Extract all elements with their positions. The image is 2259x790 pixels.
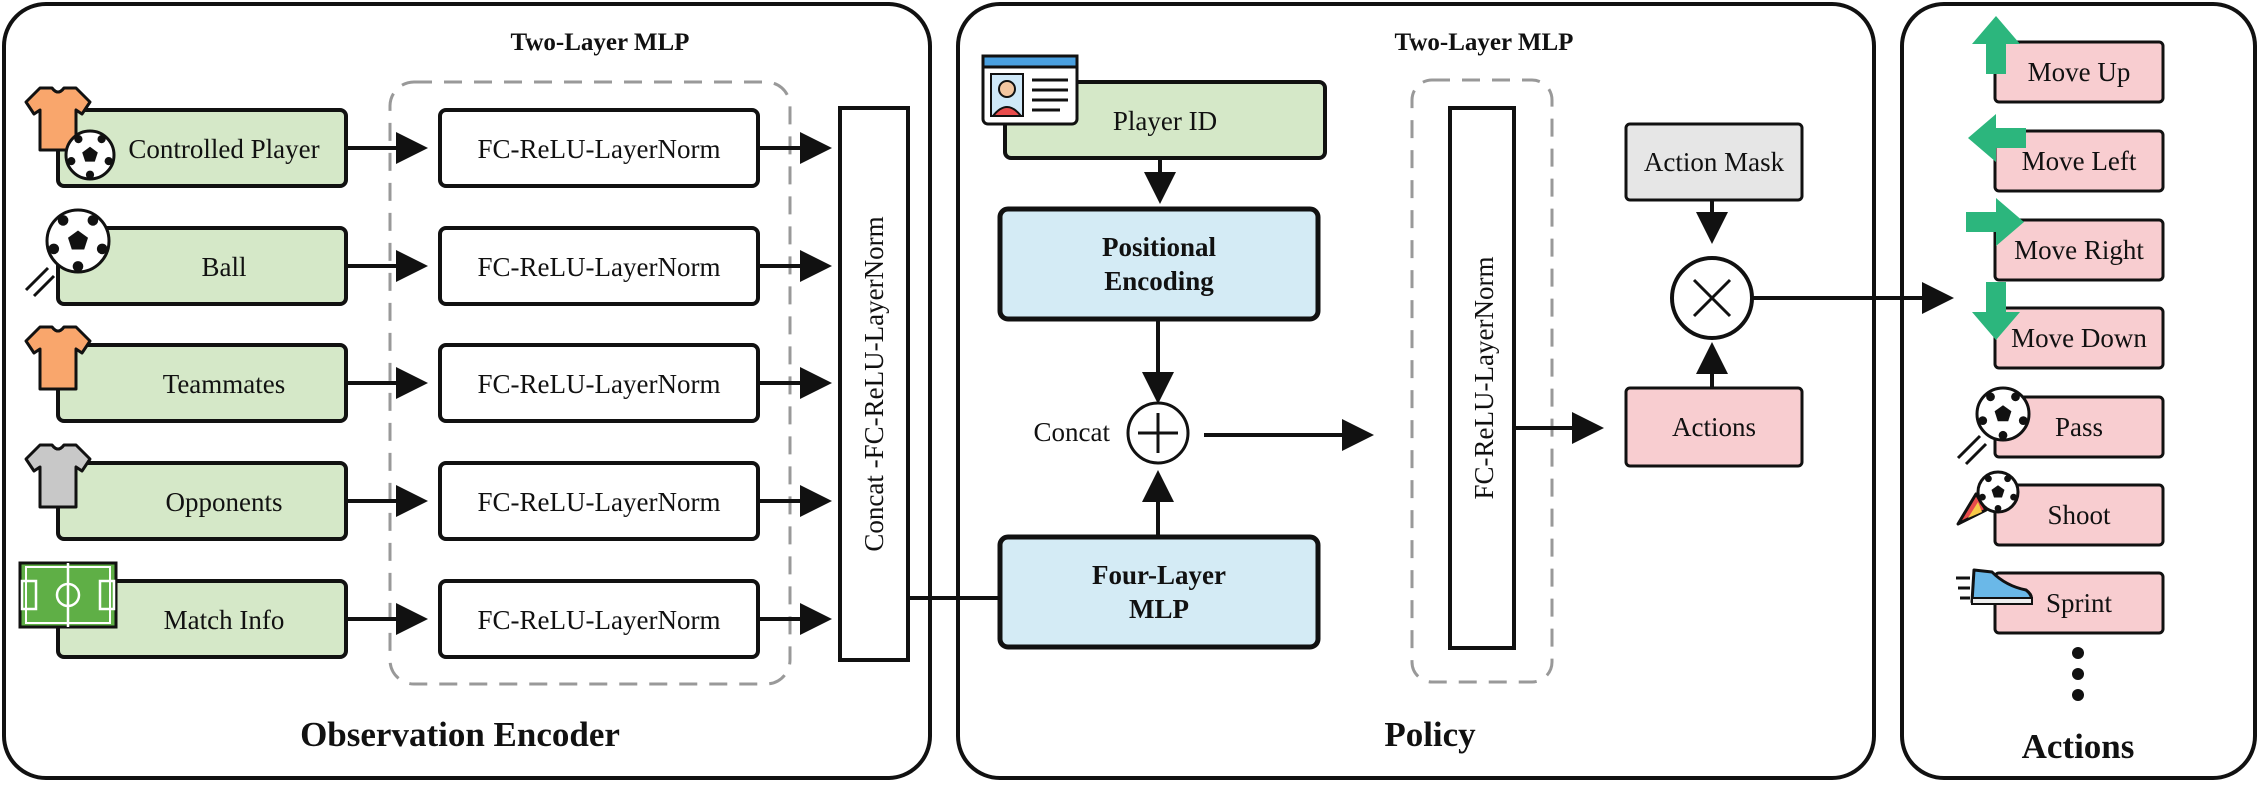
action-box	[1993, 483, 2165, 547]
soccer-field-icon	[18, 561, 118, 629]
action-item: Shoot	[1956, 470, 2165, 547]
encoder-row: Teammates FC-ReLU-LayerNorm	[24, 325, 832, 423]
action-label: Move Left	[2022, 146, 2137, 176]
arrow-down-icon	[1972, 282, 2020, 340]
soccer-ball-icon	[24, 208, 111, 298]
policy-mlp-title: Two-Layer MLP	[1395, 29, 1574, 56]
encoder-row: Ball FC-ReLU-LayerNorm	[24, 208, 832, 306]
policy-fc-label: FC-ReLU-LayerNorm	[1469, 257, 1499, 500]
shooting-ball-icon	[1956, 470, 2020, 526]
observation-encoder-title: Observation Encoder	[300, 715, 620, 754]
fc-label: FC-ReLU-LayerNorm	[478, 252, 721, 282]
input-label: Match Info	[164, 605, 285, 635]
action-item: Move Down	[1972, 282, 2165, 370]
concat-fc-label: Concat -FC-ReLU-LayerNorm	[859, 216, 889, 551]
actions-panel-title: Actions	[2022, 727, 2135, 766]
action-label: Move Down	[2011, 323, 2147, 353]
positional-encoding-box	[997, 206, 1321, 322]
four-layer-mlp-box	[997, 534, 1321, 650]
concat-label: Concat	[1034, 417, 1111, 447]
policy-panel	[956, 2, 1876, 780]
actions-logits-label: Actions	[1672, 412, 1756, 442]
encoder-mlp-title: Two-Layer MLP	[511, 29, 690, 56]
fc-label: FC-ReLU-LayerNorm	[478, 369, 721, 399]
four-layer-mlp-line2: MLP	[1129, 594, 1189, 624]
encoder-row: Controlled Player FC-ReLU-LayerNorm	[24, 86, 832, 188]
fc-label: FC-ReLU-LayerNorm	[478, 487, 721, 517]
input-label: Teammates	[163, 369, 286, 399]
action-item: Pass	[1956, 386, 2165, 466]
positional-encoding-line1: Positional	[1102, 232, 1217, 262]
input-label: Controlled Player	[128, 134, 319, 164]
arrow-right-icon	[1966, 198, 2024, 246]
observation-encoder-panel	[2, 2, 932, 780]
action-label: Sprint	[2046, 588, 2113, 618]
four-layer-mlp-line1: Four-Layer	[1092, 560, 1226, 590]
orange-jersey-icon	[24, 325, 92, 391]
concat-fc-box	[838, 106, 910, 662]
action-item: Move Left	[1968, 114, 2165, 193]
fc-label: FC-ReLU-LayerNorm	[478, 134, 721, 164]
jersey-with-ball-icon	[24, 86, 116, 181]
action-label: Move Up	[2028, 57, 2131, 87]
action-label: Move Right	[2014, 235, 2144, 265]
action-item: Move Right	[1966, 198, 2165, 282]
player-id-label: Player ID	[1113, 106, 1217, 136]
action-box	[1993, 218, 2165, 282]
action-item: Move Up	[1972, 16, 2165, 104]
policy-fc-box	[1448, 106, 1516, 650]
policy-title: Policy	[1384, 715, 1476, 754]
action-mask-label: Action Mask	[1644, 147, 1785, 177]
action-label: Pass	[2055, 412, 2103, 442]
input-label: Opponents	[166, 487, 283, 517]
id-card-icon	[981, 54, 1079, 126]
arrow-up-icon	[1972, 16, 2020, 74]
action-label: Shoot	[2047, 500, 2111, 530]
actions-panel	[1900, 2, 2257, 780]
more-actions-ellipsis-icon	[2072, 647, 2084, 701]
sneaker-icon	[1956, 568, 2033, 605]
fc-label: FC-ReLU-LayerNorm	[478, 605, 721, 635]
soccer-ball-icon	[1956, 386, 2031, 466]
input-label: Ball	[202, 252, 247, 282]
action-item: Sprint	[1956, 568, 2165, 635]
encoder-row: Match Info FC-ReLU-LayerNorm	[18, 561, 832, 659]
positional-encoding-line2: Encoding	[1104, 266, 1214, 296]
encoder-row: Opponents FC-ReLU-LayerNorm	[24, 443, 832, 541]
gray-jersey-icon	[24, 443, 92, 509]
arrow-left-icon	[1968, 114, 2026, 162]
